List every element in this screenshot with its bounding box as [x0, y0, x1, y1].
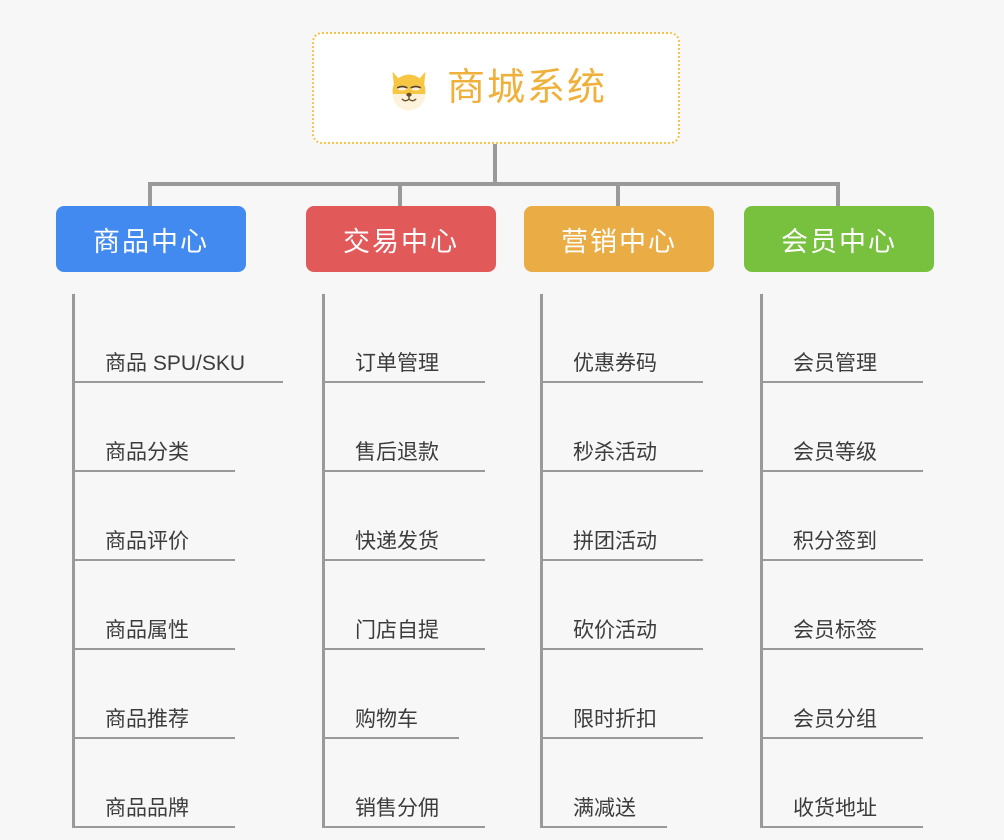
category-node-2[interactable]: 交易中心	[306, 206, 496, 272]
connector-drop-1	[148, 182, 152, 206]
sub-item-label: 会员分组	[793, 707, 877, 731]
item-underline	[325, 737, 459, 739]
root-title: 商城系统	[446, 67, 607, 109]
item-underline	[543, 826, 667, 828]
sub-item-label: 积分签到	[793, 529, 877, 553]
sub-item-list-4: 会员管理 会员等级 积分签到 会员标签 会员分组 收货地址	[760, 294, 934, 828]
item-underline	[543, 737, 703, 739]
item-underline	[543, 559, 703, 561]
sub-item-label: 快递发货	[355, 529, 439, 553]
sub-item-label: 订单管理	[355, 351, 439, 375]
list-item[interactable]: 会员标签	[763, 561, 934, 650]
sub-item-label: 销售分佣	[355, 796, 439, 820]
list-item[interactable]: 售后退款	[325, 383, 496, 472]
list-item[interactable]: 优惠券码	[543, 294, 714, 383]
list-item[interactable]: 商品评价	[75, 472, 246, 561]
sub-item-label: 门店自提	[355, 618, 439, 642]
list-item[interactable]: 会员分组	[763, 650, 934, 739]
category-title-1: 商品中心	[93, 226, 209, 257]
item-underline	[763, 826, 923, 828]
list-item[interactable]: 商品 SPU/SKU	[75, 294, 283, 383]
sub-item-label: 购物车	[355, 707, 418, 731]
connector-drop-4	[836, 182, 840, 206]
branch-column-1: 商品中心 商品 SPU/SKU 商品分类 商品评价 商品属性 商品推荐	[56, 206, 283, 828]
item-underline	[75, 826, 235, 828]
list-item[interactable]: 商品属性	[75, 561, 246, 650]
list-item[interactable]: 收货地址	[763, 739, 934, 828]
sub-item-label: 会员管理	[793, 351, 877, 375]
item-underline	[325, 470, 485, 472]
sub-item-label: 满减送	[573, 796, 636, 820]
connector-root-stem	[493, 144, 497, 184]
category-node-4[interactable]: 会员中心	[744, 206, 934, 272]
item-underline	[763, 648, 923, 650]
item-underline	[763, 737, 923, 739]
sub-item-label: 商品 SPU/SKU	[105, 351, 246, 375]
list-item[interactable]: 满减送	[543, 739, 714, 828]
list-item[interactable]: 门店自提	[325, 561, 496, 650]
item-underline	[763, 559, 923, 561]
item-underline	[75, 737, 235, 739]
sub-item-label: 商品分类	[105, 440, 189, 464]
sub-item-label: 优惠券码	[573, 351, 657, 375]
category-node-1[interactable]: 商品中心	[56, 206, 246, 272]
sub-item-list-1: 商品 SPU/SKU 商品分类 商品评价 商品属性 商品推荐 商品品牌	[72, 294, 283, 828]
sub-item-label: 商品评价	[105, 529, 189, 553]
connector-drop-3	[616, 182, 620, 206]
item-underline	[325, 559, 485, 561]
item-underline	[75, 470, 235, 472]
list-item[interactable]: 会员等级	[763, 383, 934, 472]
branch-column-4: 会员中心 会员管理 会员等级 积分签到 会员标签 会员分组	[744, 206, 934, 828]
list-item[interactable]: 限时折扣	[543, 650, 714, 739]
category-node-3[interactable]: 营销中心	[524, 206, 714, 272]
branch-column-2: 交易中心 订单管理 售后退款 快递发货 门店自提 购物车	[306, 206, 496, 828]
sub-item-label: 秒杀活动	[573, 440, 657, 464]
sub-item-label: 商品推荐	[105, 707, 189, 731]
list-item[interactable]: 商品分类	[75, 383, 246, 472]
root-node[interactable]: 商城系统	[312, 32, 680, 144]
sub-item-list-2: 订单管理 售后退款 快递发货 门店自提 购物车 销售分佣	[322, 294, 496, 828]
list-item[interactable]: 商品推荐	[75, 650, 246, 739]
sub-item-label: 会员标签	[793, 618, 877, 642]
item-underline	[325, 381, 485, 383]
category-title-2: 交易中心	[343, 226, 459, 257]
sub-item-label: 商品品牌	[105, 796, 189, 820]
item-underline	[75, 559, 235, 561]
list-item[interactable]: 拼团活动	[543, 472, 714, 561]
list-item[interactable]: 快递发货	[325, 472, 496, 561]
sub-item-label: 拼团活动	[573, 529, 657, 553]
item-underline	[75, 648, 235, 650]
item-underline	[543, 648, 703, 650]
item-underline	[543, 470, 703, 472]
list-item[interactable]: 商品品牌	[75, 739, 246, 828]
sub-item-label: 限时折扣	[573, 707, 657, 731]
item-underline	[543, 381, 703, 383]
list-item[interactable]: 秒杀活动	[543, 383, 714, 472]
category-title-3: 营销中心	[561, 226, 677, 257]
item-underline	[763, 470, 923, 472]
branch-column-3: 营销中心 优惠券码 秒杀活动 拼团活动 砍价活动 限时折扣	[524, 206, 714, 828]
sub-item-label: 收货地址	[793, 796, 877, 820]
item-underline	[75, 381, 283, 383]
list-item[interactable]: 会员管理	[763, 294, 934, 383]
item-underline	[325, 648, 485, 650]
list-item[interactable]: 销售分佣	[325, 739, 496, 828]
sub-item-label: 售后退款	[355, 440, 439, 464]
list-item[interactable]: 积分签到	[763, 472, 934, 561]
sub-item-list-3: 优惠券码 秒杀活动 拼团活动 砍价活动 限时折扣 满减送	[540, 294, 714, 828]
list-item[interactable]: 砍价活动	[543, 561, 714, 650]
connector-drop-2	[398, 182, 402, 206]
category-title-4: 会员中心	[781, 226, 897, 257]
sub-item-label: 商品属性	[105, 618, 189, 642]
list-item[interactable]: 购物车	[325, 650, 496, 739]
shiba-dog-icon	[385, 64, 433, 112]
sub-item-label: 砍价活动	[573, 618, 657, 642]
item-underline	[763, 381, 923, 383]
connector-horizontal-bus	[148, 182, 840, 186]
sub-item-label: 会员等级	[793, 440, 877, 464]
list-item[interactable]: 订单管理	[325, 294, 496, 383]
item-underline	[325, 826, 485, 828]
